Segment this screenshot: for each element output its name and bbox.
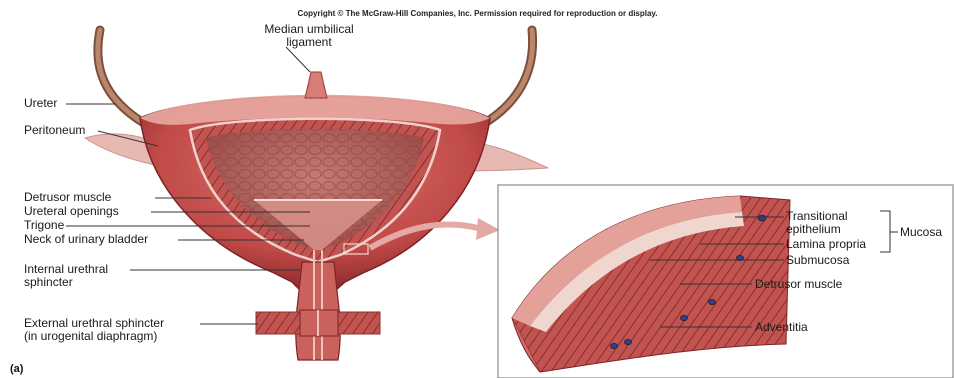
label-ureteral-openings: Ureteral openings (24, 205, 119, 218)
label-neck-of-bladder: Neck of urinary bladder (24, 233, 148, 246)
label-external-urethral-sphincter: External urethral sphincter (in urogenit… (24, 317, 164, 343)
label-external-line2: (in urogenital diaphragm) (24, 330, 164, 343)
label-ureter: Ureter (24, 97, 57, 110)
label-transitional-line2: epithelium (786, 223, 848, 236)
label-lamina-propria: Lamina propria (786, 238, 866, 251)
label-internal-line2: sphincter (24, 276, 108, 289)
label-submucosa: Submucosa (786, 254, 849, 267)
label-detrusor-muscle-inset: Detrusor muscle (755, 278, 842, 291)
label-adventitia: Adventitia (755, 321, 808, 334)
label-peritoneum: Peritoneum (24, 124, 85, 137)
label-mucosa: Mucosa (900, 226, 942, 239)
label-median-umbilical-line2: ligament (244, 36, 374, 49)
label-internal-urethral-sphincter: Internal urethral sphincter (24, 263, 108, 289)
label-trigone: Trigone (24, 219, 64, 232)
figure-tag: (a) (10, 363, 23, 375)
label-median-umbilical: Median umbilical ligament (244, 23, 374, 49)
median-umbilical-ligament (305, 72, 327, 98)
label-detrusor-muscle: Detrusor muscle (24, 191, 111, 204)
label-transitional-epithelium: Transitional epithelium (786, 210, 848, 236)
